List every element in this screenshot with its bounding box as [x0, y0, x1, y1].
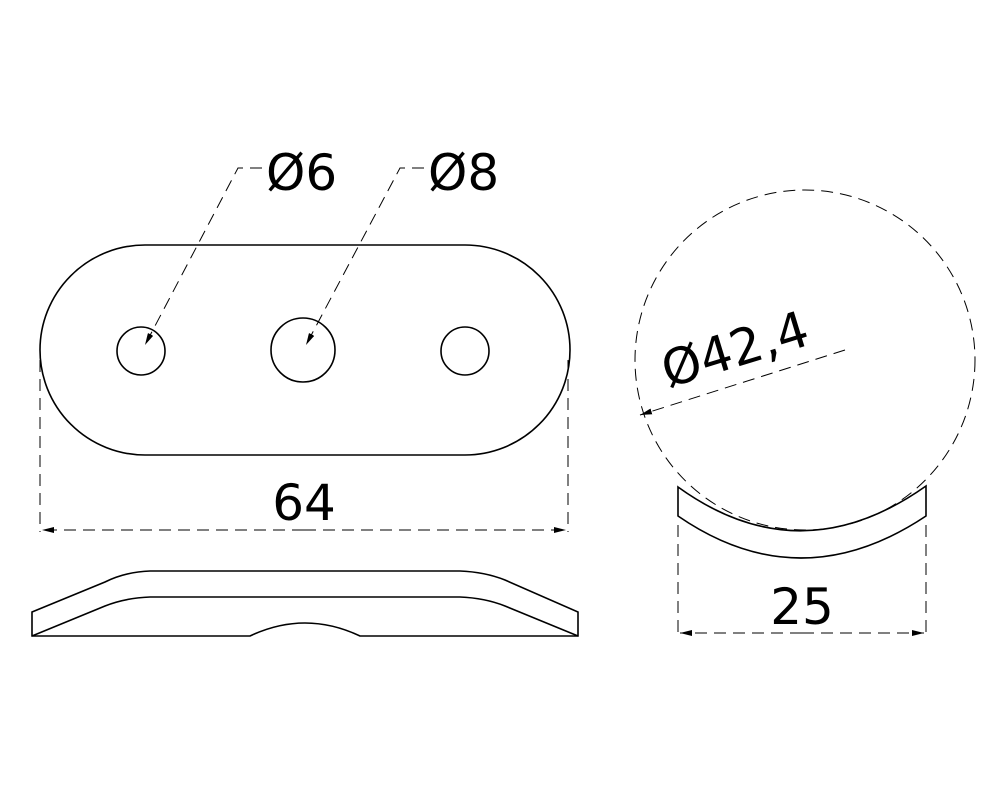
- leader-hole-large: [305, 167, 424, 346]
- leader-hole-small: [144, 167, 262, 346]
- dimension-hole-large: Ø8: [428, 144, 499, 202]
- dimension-line-width: [677, 525, 927, 636]
- hole-large-center: [270, 317, 336, 383]
- dimension-line-length: [39, 360, 569, 533]
- hole-small-left: [116, 326, 166, 376]
- plate-top-view: [39, 244, 571, 456]
- dimension-width: 25: [770, 578, 834, 636]
- dimension-hole-small: Ø6: [266, 144, 337, 202]
- leader-tube-diameter: [639, 349, 846, 416]
- hole-small-right: [440, 326, 490, 376]
- plate-side-view: [31, 570, 579, 637]
- dimension-length: 64: [272, 474, 336, 532]
- saddle-end-view: [677, 484, 927, 559]
